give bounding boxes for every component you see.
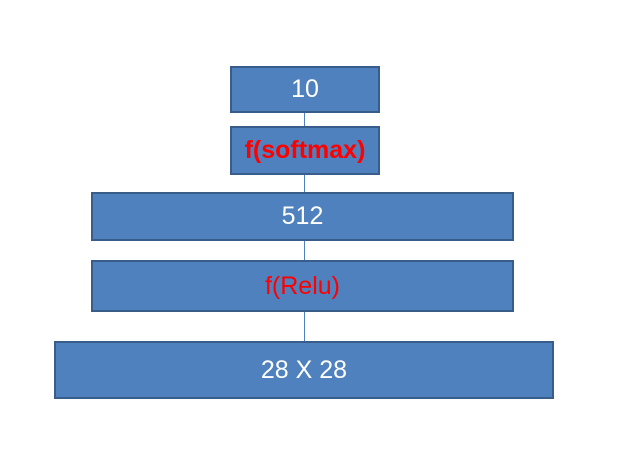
node-softmax-activation-label: f(softmax) [244, 136, 366, 164]
node-output-layer: 10 [230, 66, 380, 113]
node-input-layer-label: 28 X 28 [260, 355, 348, 384]
node-relu-activation: f(Relu) [91, 260, 514, 312]
connector-hidden-to-softmax [304, 174, 305, 193]
node-relu-activation-label: f(Relu) [264, 271, 340, 300]
node-hidden-layer-label: 512 [281, 202, 324, 230]
node-input-layer: 28 X 28 [54, 341, 554, 399]
node-softmax-activation: f(softmax) [230, 126, 380, 175]
connector-relu-to-hidden [304, 240, 305, 261]
connector-softmax-to-output [304, 112, 305, 127]
connector-input-to-relu [304, 311, 305, 342]
node-hidden-layer: 512 [91, 192, 514, 241]
node-output-layer-label: 10 [291, 75, 319, 103]
